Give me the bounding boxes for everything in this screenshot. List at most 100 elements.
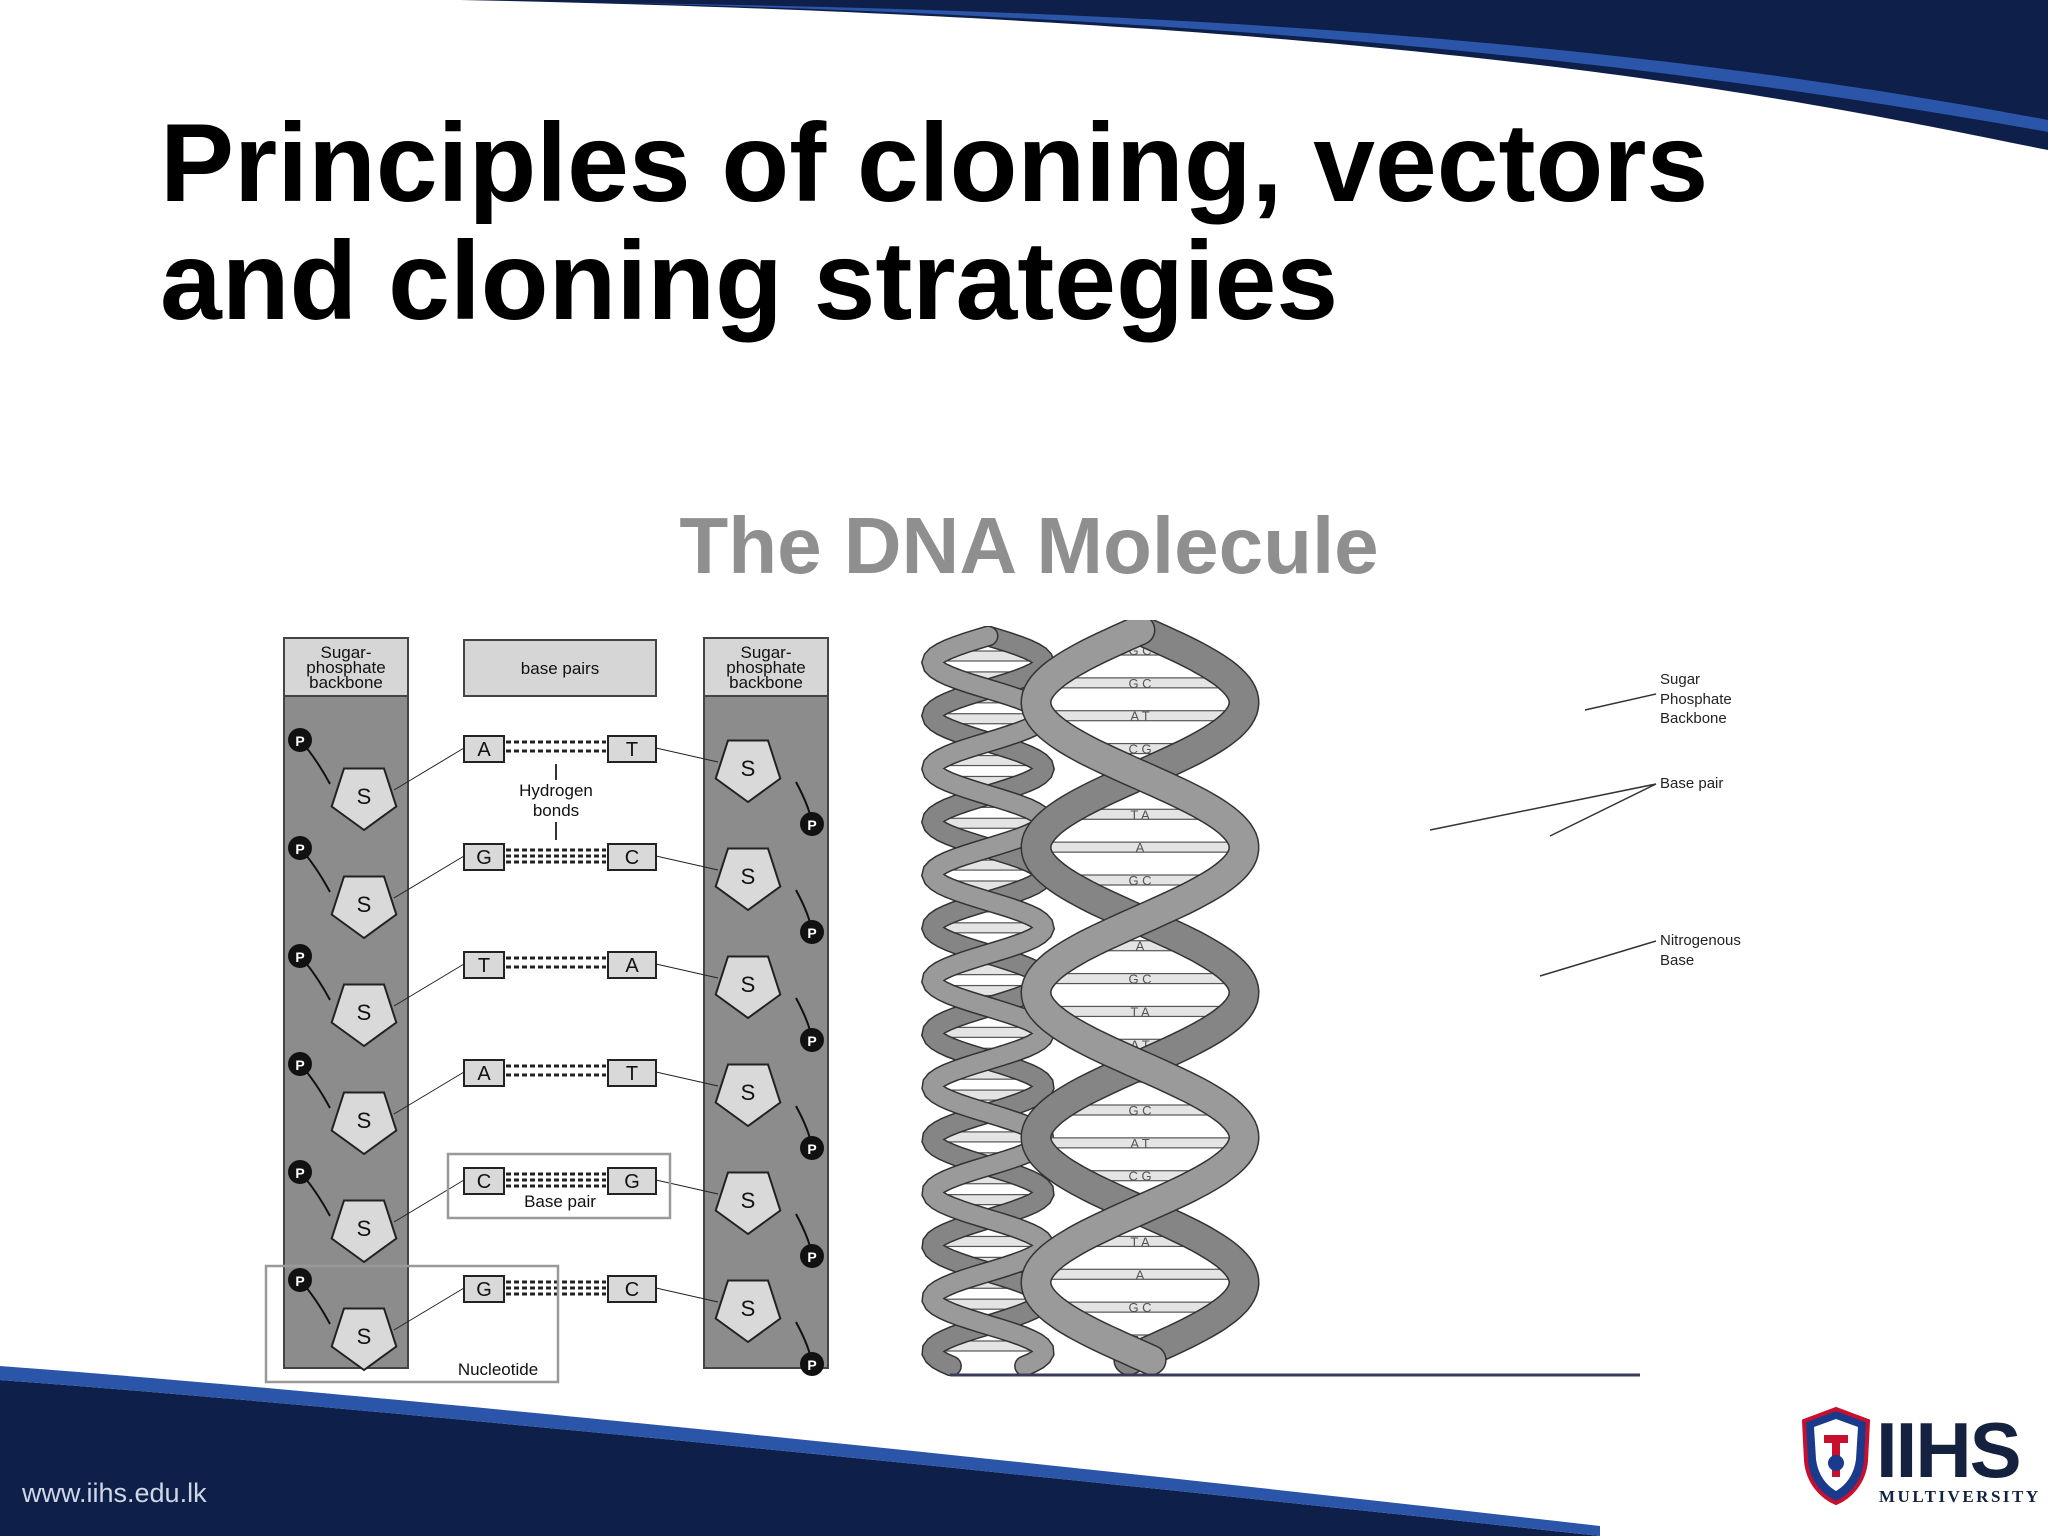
left-base-connector xyxy=(393,1287,465,1331)
left-sugar-label: S xyxy=(357,784,372,809)
left-base-box xyxy=(463,735,505,763)
right-phosphate xyxy=(800,920,824,944)
right-phosphate xyxy=(800,1244,824,1268)
right-base-box xyxy=(607,1275,657,1303)
left-base-letter: G xyxy=(476,847,492,869)
right-base-box xyxy=(607,1059,657,1087)
label-sugar-phosphate-backbone-3: Backbone xyxy=(1660,710,1727,727)
left-base-box xyxy=(463,951,505,979)
right-base-connector xyxy=(655,855,719,871)
right-base-box xyxy=(607,735,657,763)
left-base-letter: A xyxy=(477,739,491,761)
right-base-connector xyxy=(655,1179,719,1195)
right-phosphate xyxy=(800,812,824,836)
left-sugar-label: S xyxy=(357,892,372,917)
slide-title-line-2: and cloning strategies xyxy=(160,219,1339,343)
left-sugar xyxy=(330,1307,398,1372)
left-backbone-label-2: phosphate xyxy=(306,658,385,677)
left-backbone-header xyxy=(283,637,409,697)
left-sugar xyxy=(330,767,398,832)
rung-label: T A xyxy=(1130,1234,1150,1249)
diagram-title: The DNA Molecule xyxy=(679,501,1379,590)
hydrogen-bonds-label-1: Hydrogen xyxy=(519,781,593,800)
left-sugar-label: S xyxy=(357,1000,372,1025)
right-phosphate-label: P xyxy=(807,1141,816,1157)
left-base-letter: T xyxy=(478,955,490,977)
right-phosphate xyxy=(800,1352,824,1376)
left-backbone-label-1: Sugar- xyxy=(320,643,371,662)
right-sugar-label: S xyxy=(741,972,756,997)
left-base-box xyxy=(463,1275,505,1303)
left-phosphate-label: P xyxy=(295,1057,304,1073)
rung-label: T A xyxy=(1130,807,1150,822)
website-url[interactable]: www.iihs.edu.lk xyxy=(22,1478,207,1508)
left-phosphate xyxy=(288,836,312,860)
right-backbone-label-3: backbone xyxy=(729,673,803,692)
helix-annotations: Sugar Phosphate Backbone Base pair Nitro… xyxy=(1429,671,1741,977)
right-base-connector xyxy=(655,747,719,763)
label-sugar-phosphate-backbone-2: Phosphate xyxy=(1660,691,1732,708)
right-phosphate xyxy=(800,1028,824,1052)
slide-title: Principles of cloning, vectors and cloni… xyxy=(160,104,1708,340)
left-backbone-label-3: backbone xyxy=(309,673,383,692)
left-sugar xyxy=(330,1091,398,1156)
footer-band xyxy=(0,1366,1600,1536)
rung-label: G C xyxy=(1128,972,1151,987)
label-nitrogenous-base-2: Base xyxy=(1660,952,1694,969)
pointer-nitrogenous-base xyxy=(1539,940,1657,977)
left-phosphate xyxy=(288,944,312,968)
left-sugar-label: S xyxy=(357,1216,372,1241)
rung-label: G C xyxy=(1128,1300,1151,1315)
right-base-letter: C xyxy=(625,847,639,869)
left-base-box xyxy=(463,1167,505,1195)
left-sugar xyxy=(330,1199,398,1264)
right-base-box xyxy=(607,1167,657,1195)
right-sugar-label: S xyxy=(741,1080,756,1105)
rung-label: A xyxy=(1136,1267,1145,1282)
label-nitrogenous-base-1: Nitrogenous xyxy=(1660,932,1741,949)
rung-label: G C xyxy=(1128,873,1151,888)
helix-strand xyxy=(922,627,1054,1375)
left-base-letter: G xyxy=(476,1279,492,1301)
header-band xyxy=(460,0,2048,150)
left-phosphate xyxy=(288,728,312,752)
left-base-letter: C xyxy=(477,1171,491,1193)
right-phosphate-label: P xyxy=(807,925,816,941)
left-phosphate xyxy=(288,1268,312,1292)
right-base-connector xyxy=(655,963,719,979)
right-phosphate xyxy=(800,1136,824,1160)
left-base-connector xyxy=(393,1071,465,1115)
iihs-logo: IIHS MULTIVERSITY xyxy=(1800,1405,2038,1515)
left-base-letter: A xyxy=(477,1063,491,1085)
label-sugar-phosphate-backbone-1: Sugar xyxy=(1660,671,1700,688)
right-base-letter: C xyxy=(625,1279,639,1301)
pointer-base-pair-1 xyxy=(1429,783,1657,831)
right-sugar-label: S xyxy=(741,864,756,889)
shield-icon xyxy=(1801,1406,1871,1505)
base-pair-highlight-box xyxy=(446,1152,672,1220)
rung-label: T A xyxy=(1130,1004,1150,1019)
pointer-base-pair-2 xyxy=(1549,783,1657,837)
right-phosphate-label: P xyxy=(807,1033,816,1049)
left-base-box xyxy=(463,1059,505,1087)
right-sugar-label: S xyxy=(741,1188,756,1213)
rung-label: A T xyxy=(1130,709,1149,724)
slide-title-line-1: Principles of cloning, vectors xyxy=(160,101,1709,225)
base-pairs-header xyxy=(463,639,657,697)
right-base-box xyxy=(607,843,657,871)
left-base-connector xyxy=(393,747,465,791)
right-backbone-header xyxy=(703,637,829,697)
rung-label: G C xyxy=(1128,1103,1151,1118)
right-sugar-label: S xyxy=(741,756,756,781)
right-phosphate-label: P xyxy=(807,1249,816,1265)
hydrogen-bonds-label-2: bonds xyxy=(533,801,579,820)
pointer-backbone xyxy=(1584,693,1657,711)
left-phosphate xyxy=(288,1160,312,1184)
right-backbone-label-1: Sugar- xyxy=(740,643,791,662)
right-base-box xyxy=(607,951,657,979)
right-phosphate-label: P xyxy=(807,817,816,833)
left-base-connector xyxy=(393,855,465,899)
left-phosphate-label: P xyxy=(295,1273,304,1289)
right-sugar xyxy=(714,847,782,912)
rung-label: C G xyxy=(1128,742,1151,757)
